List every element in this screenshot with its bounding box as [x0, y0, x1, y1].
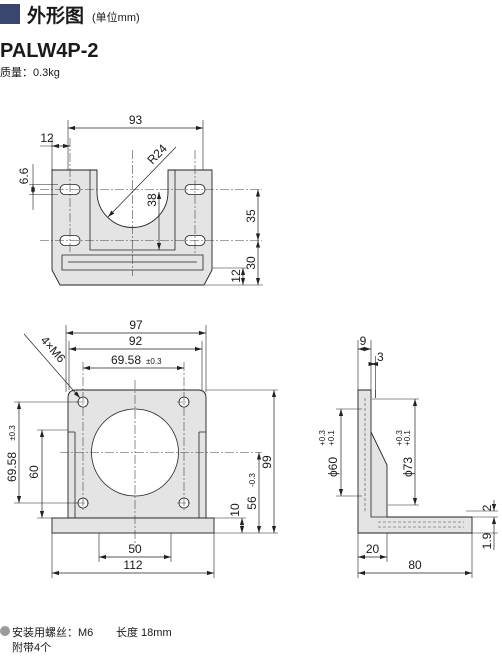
dim-flange-height: 60: [27, 465, 41, 479]
dim-base: 12: [229, 269, 243, 283]
product-mass: 质量：0.3kg: [0, 66, 60, 79]
dim-width: 93: [129, 113, 143, 127]
screw-length: 长度 18mm: [116, 625, 172, 639]
product-info: PALW4P-2 质量：0.3kg: [0, 40, 99, 79]
screw-label: 安装用螺丝：M6: [12, 625, 93, 639]
dim-step: 3: [377, 350, 384, 364]
dim-pcd-tol-upper: +0.3: [395, 430, 404, 446]
top-view: 93 12 6.6 R24 38 35 30 12: [17, 113, 263, 286]
ext-line: [14, 401, 78, 504]
dim-slot-height: 6.6: [17, 167, 31, 184]
top-view-body: [51, 169, 213, 286]
screw-quantity: 附带4个: [12, 640, 51, 654]
dim-gusset: 20: [366, 542, 380, 556]
dim-pilot-dia: ϕ60: [326, 457, 340, 477]
ext-line: [206, 389, 278, 534]
dim-center-height: 56: [245, 496, 259, 510]
dim-hole-offset: 12: [40, 131, 54, 145]
dim-slot-pitch: 35: [244, 209, 258, 223]
top-view-center-lines: [40, 138, 262, 276]
dim-thread: 4×M6: [38, 333, 69, 365]
dim-base-thickness: 10: [228, 503, 242, 517]
dim-inner-width: 92: [129, 334, 143, 348]
front-view: 97 92 69.58 ±0.3 4×M6 69.58 ±0.3 60 99 5…: [5, 318, 278, 578]
dim-pcd-tol-lower: +0.1: [403, 430, 412, 446]
dim-lower: 30: [244, 256, 258, 270]
side-view-inner-edges: [370, 390, 387, 518]
header-square-icon: [0, 4, 20, 24]
dim-hole-pitch-v: 69.58: [5, 452, 19, 482]
dim-top-offset: 2: [480, 504, 494, 511]
header-title: 外形图: [27, 4, 84, 27]
dim-hole-pitch-h: 69.58: [111, 353, 141, 367]
dim-line-radius: [107, 146, 177, 218]
dim-base-width: 112: [123, 558, 142, 572]
ext-line: [67, 120, 204, 170]
ext-line: [29, 164, 58, 210]
header-unit: (单位mm): [92, 10, 140, 24]
dim-base-inner: 50: [128, 542, 142, 556]
dim-line-thread: [23, 333, 81, 399]
header: 外形图 (单位mm): [0, 4, 140, 27]
dim-radius: R24: [144, 141, 170, 167]
footer-note: 安装用螺丝：M6 长度 18mm 附带4个: [0, 625, 172, 654]
bullet-icon: [0, 626, 10, 636]
side-view: 9 3 ϕ60 +0.3 +0.1 ϕ73 +0.3 +0.1 2 1.9 20…: [318, 334, 498, 578]
front-view-base: [51, 517, 215, 534]
front-view-center-lines: [60, 362, 262, 548]
ext-line: [51, 533, 215, 578]
dim-foot-thickness: 1.9: [480, 532, 494, 549]
front-view-inner-edges: [68, 431, 206, 518]
ext-line: [65, 325, 207, 392]
dim-depth: 80: [408, 558, 422, 572]
dim-pilot-tol-upper: +0.3: [318, 430, 327, 446]
dim-hole-pitch-h-tol: ±0.3: [146, 357, 162, 366]
dim-pcd-dia: ϕ73: [401, 457, 415, 477]
dim-outer-width: 97: [129, 318, 143, 332]
product-model: PALW4P-2: [0, 40, 99, 62]
dim-pilot-tol-lower: +0.1: [327, 430, 336, 446]
dim-center-height-tol: -0.3: [248, 473, 257, 487]
dim-total-height: 99: [260, 455, 274, 469]
dim-plate: 9: [360, 334, 367, 348]
dim-cut-depth: 38: [145, 193, 159, 207]
dim-hole-pitch-v-tol: ±0.3: [8, 425, 17, 441]
ext-line: [40, 138, 53, 170]
ext-line: [372, 398, 419, 506]
side-view-hidden-lines: [364, 398, 464, 528]
